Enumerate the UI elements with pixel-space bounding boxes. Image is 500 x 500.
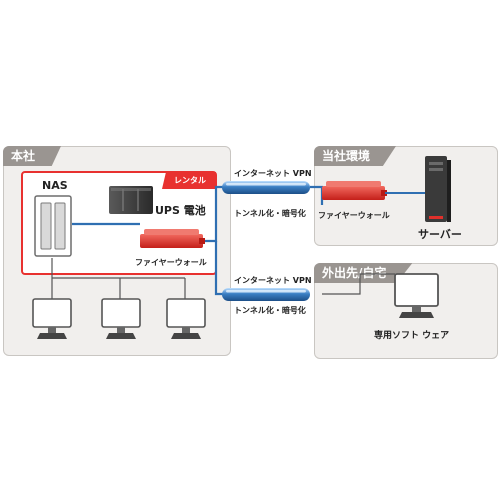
nas-device	[34, 195, 72, 257]
vpn-tube-1	[222, 181, 310, 194]
monitor-hq-1	[32, 298, 72, 339]
lan-lines	[51, 258, 395, 300]
vpn-tube-2	[222, 288, 310, 301]
nas-label: NAS	[42, 179, 68, 192]
vpn-tube-1-top-label: インターネット VPN	[234, 169, 312, 178]
monitor-remote	[394, 273, 439, 318]
remote-title: 外出先/自宅	[314, 263, 413, 283]
ups-device	[109, 186, 153, 214]
server-device	[425, 156, 451, 222]
headquarters-title: 本社	[3, 146, 62, 166]
monitor-hq-2	[101, 298, 141, 339]
ups-label: UPS 電池	[155, 204, 206, 217]
monitor-hq-3	[166, 298, 206, 339]
server-label: サーバー	[418, 228, 462, 241]
firewall-company-label: ファイヤーウォール	[318, 211, 390, 220]
vpn-tube-2-bottom-label: トンネル化・暗号化	[234, 306, 306, 315]
vpn-tube-2-top-label: インターネット VPN	[234, 276, 312, 285]
firewall-company-device	[322, 181, 387, 200]
remote-software-label: 専用ソフト ウェア	[374, 331, 450, 341]
firewall-hq-device	[140, 229, 205, 248]
rental-badge: レンタル	[174, 176, 206, 185]
company-env-panel: 当社環境	[314, 146, 498, 246]
company-env-title: 当社環境	[314, 146, 397, 166]
rental-badge-bg	[162, 172, 216, 189]
vpn-tube-1-bottom-label: トンネル化・暗号化	[234, 209, 306, 218]
firewall-hq-label: ファイヤーウォール	[135, 258, 207, 267]
